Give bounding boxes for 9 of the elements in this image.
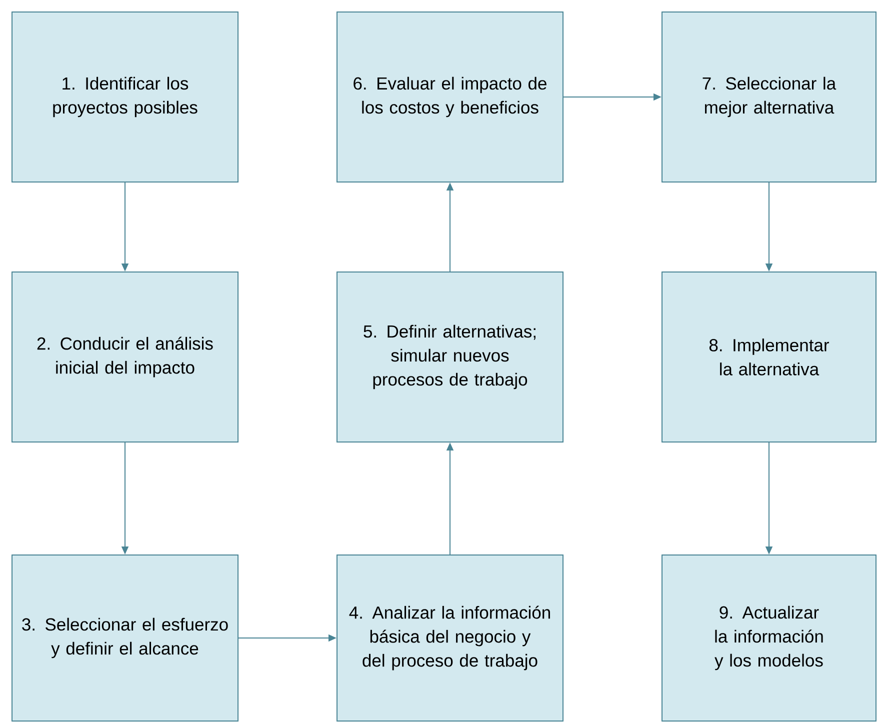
process-box: 1. Identificar los proyectos posibles bbox=[12, 12, 238, 182]
process-box: 2. Conducir el análisis inicial del impacto bbox=[12, 272, 238, 442]
process-box: 8. Implementar la alternativa bbox=[662, 272, 876, 442]
process-box: 9. Actualizar la información y los modelos bbox=[662, 554, 876, 722]
process-box: 4. Analizar la información básica del negocio y del proceso de trabajo bbox=[336, 554, 564, 722]
process-box: 7. Seleccionar la mejor alternativa bbox=[662, 12, 876, 182]
process-box: 3. Seleccionar el esfuerzo y definir el alcance bbox=[12, 554, 238, 722]
process-box: 6. Evaluar el impacto de los costos y beneficios bbox=[336, 12, 564, 182]
process-box: 5. Definir alternativas; simular nuevos procesos de trabajo bbox=[336, 272, 564, 442]
